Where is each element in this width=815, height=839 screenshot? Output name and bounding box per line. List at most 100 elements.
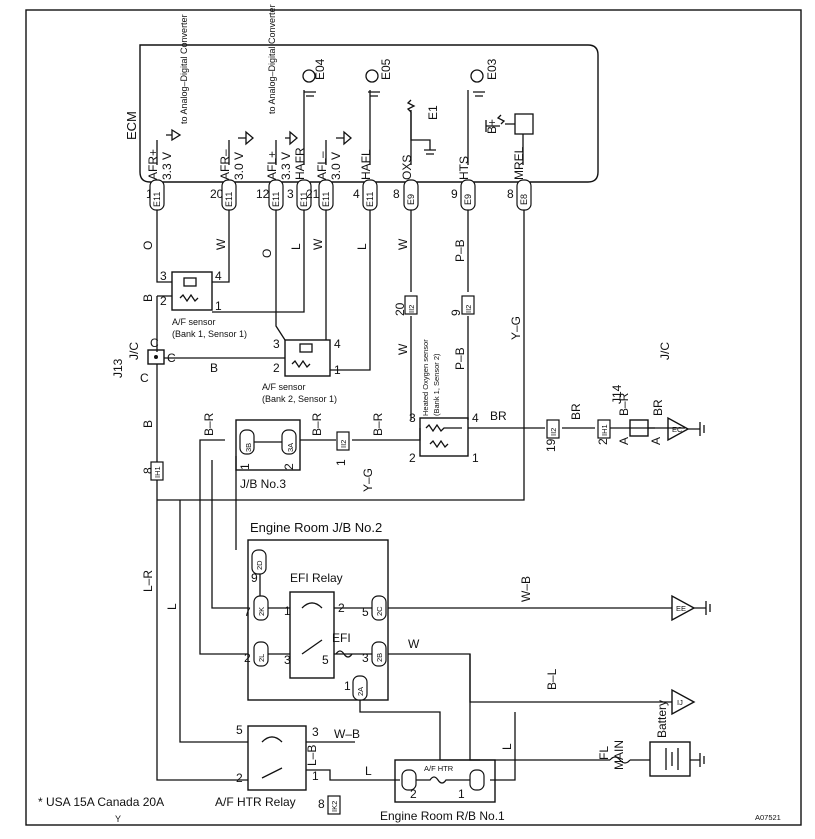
pin-name-afr-minus: AFR– (218, 149, 232, 180)
ground-ec-label: EC (672, 425, 683, 434)
heated-oxygen-sensor: 3 4 2 1 Heated Oxygen sensor (Bank 1, Se… (409, 339, 479, 465)
pin-num-20: 20 (210, 187, 224, 201)
pin-num-8b: 8 (507, 187, 514, 201)
pin-num-21: 21 (306, 187, 320, 201)
jb3-label: J/B No.3 (240, 477, 286, 491)
j13-c3: C (140, 371, 149, 385)
ii2a: II2 (407, 305, 416, 313)
efi-fuse-label: EFI (332, 631, 351, 645)
pin-name-hts: HTS (457, 156, 471, 180)
ecm-label: ECM (124, 111, 139, 140)
wire-pb2: P–B (453, 347, 467, 370)
j14-jc: J/C (658, 342, 672, 360)
ik2: IK2 (330, 801, 339, 812)
rb1-label: Engine Room R/B No.1 (380, 809, 505, 823)
ground-e1: E1 (426, 105, 440, 120)
wire-wb1: W–B (519, 576, 533, 602)
rb1-pin1: 1 (458, 787, 465, 801)
relay-pin3: 3 (284, 653, 291, 667)
wire-br4: BR (490, 409, 507, 423)
wire-lb: L–B (305, 745, 319, 766)
af2-label: A/F sensor (262, 382, 306, 392)
af1-pin2: 2 (160, 294, 167, 308)
wire-br7: BR (651, 399, 665, 416)
frame (25, 9, 802, 826)
j14-label: J14 (610, 384, 624, 404)
af1-pin1: 1 (215, 299, 222, 313)
pin-name-hafr: HAFR (293, 147, 307, 180)
af2-pin4: 4 (334, 337, 341, 351)
footnote: * USA 15A Canada 20A (38, 795, 164, 809)
pin-num-4: 4 (353, 187, 360, 201)
relay-pin1: 1 (284, 604, 291, 618)
ground-e04: E04 (313, 58, 327, 80)
battery-label: Battery (655, 700, 669, 738)
jb3-conn2: 3A (286, 443, 295, 452)
ho2-label: Heated Oxygen sensor (421, 339, 430, 416)
ih1a: IH1 (153, 466, 162, 478)
jb2-pin1: 1 (344, 679, 351, 693)
af-sensor-bank2: 3 4 2 1 A/F sensor (Bank 2, Sensor 1) (262, 337, 341, 404)
ecm-pin-names: AFR+ 3.3 V to Analog–Digital Converter A… (146, 4, 526, 180)
ground-ee-label: EE (676, 604, 686, 613)
wire-br5: BR (569, 403, 583, 420)
ho2-pin4: 4 (472, 411, 479, 425)
af1-pin4: 4 (215, 269, 222, 283)
ih1b: IH1 (600, 424, 609, 436)
wire-o2: O (260, 249, 274, 258)
jb2-label: Engine Room J/B No.2 (250, 520, 382, 535)
jb3-conn1: 3B (244, 443, 253, 452)
ground-ij-label: IJ (677, 698, 683, 707)
j14-a2: A (649, 437, 663, 445)
pin-num-8a: 8 (393, 187, 400, 201)
ground-e03: E03 (485, 58, 499, 80)
jb2-pin5: 5 (362, 605, 369, 619)
af-sensor-bank1: 3 4 2 1 A/F sensor (Bank 1, Sensor 1) (160, 269, 247, 339)
wire-l2: L (355, 243, 369, 250)
ground-ec (667, 416, 690, 442)
relay-pin5: 5 (322, 653, 329, 667)
ecm-connectors: 11 E11 20 E11 12 E11 3 E11 21 E11 4 E11 … (146, 179, 532, 211)
ecm-internals (156, 69, 534, 165)
j14-a1: A (617, 437, 631, 445)
af2-pin3: 3 (273, 337, 280, 351)
ee-ground: EE (671, 594, 711, 622)
ii2-connectors: 20 II2 9 II2 (393, 295, 475, 316)
ii2c-num: 1 (334, 459, 348, 466)
af1-sub: (Bank 1, Sensor 1) (172, 329, 247, 339)
pin-name-afr-plus: AFR+ (146, 149, 160, 180)
pin-name-mrel: MREL (512, 146, 526, 180)
wire-br1: B–R (202, 412, 216, 436)
wire-l3: L (165, 603, 179, 610)
wire-o1: O (141, 241, 155, 250)
pin-name-oxs: OXS (400, 155, 414, 180)
pin-num-9: 9 (451, 187, 458, 201)
ground-e05: E05 (379, 58, 393, 80)
af2-pin2: 2 (273, 361, 280, 375)
jb3-pin1: 1 (238, 463, 252, 470)
ho2-sub: (Bank 1, Sensor 2) (432, 353, 441, 416)
jb-no3: 3B 1 3A 2 J/B No.3 (235, 419, 301, 491)
afhtr-label: A/F HTR Relay (215, 795, 296, 809)
wire-w2: W (311, 238, 325, 250)
afhtr-pin1: 1 (312, 769, 319, 783)
j13-c1: C (150, 336, 159, 350)
jb2-2b: 2B (375, 653, 384, 662)
wire-b2: B (210, 361, 218, 375)
pin-name-hafl: HAFL (359, 149, 373, 180)
jb2-pin2: 2 (244, 651, 251, 665)
pin-volt-afr-plus: 3.3 V (160, 152, 174, 180)
wire-b1: B (141, 294, 155, 302)
main-label: MAIN (612, 740, 626, 770)
pin-volt-afl-minus: 3.0 V (329, 152, 343, 180)
pin-conn-11: E11 (152, 192, 162, 207)
wires (156, 210, 685, 781)
ho2-pin3: 3 (409, 411, 416, 425)
jb3-pin2: 2 (282, 463, 296, 470)
af2-sub: (Bank 2, Sensor 1) (262, 394, 337, 404)
ik2-num: 8 (318, 797, 325, 811)
ho2-pin2: 2 (409, 451, 416, 465)
ii2c-connector: 1 II2 (334, 431, 350, 466)
wire-b3: B (141, 420, 155, 428)
